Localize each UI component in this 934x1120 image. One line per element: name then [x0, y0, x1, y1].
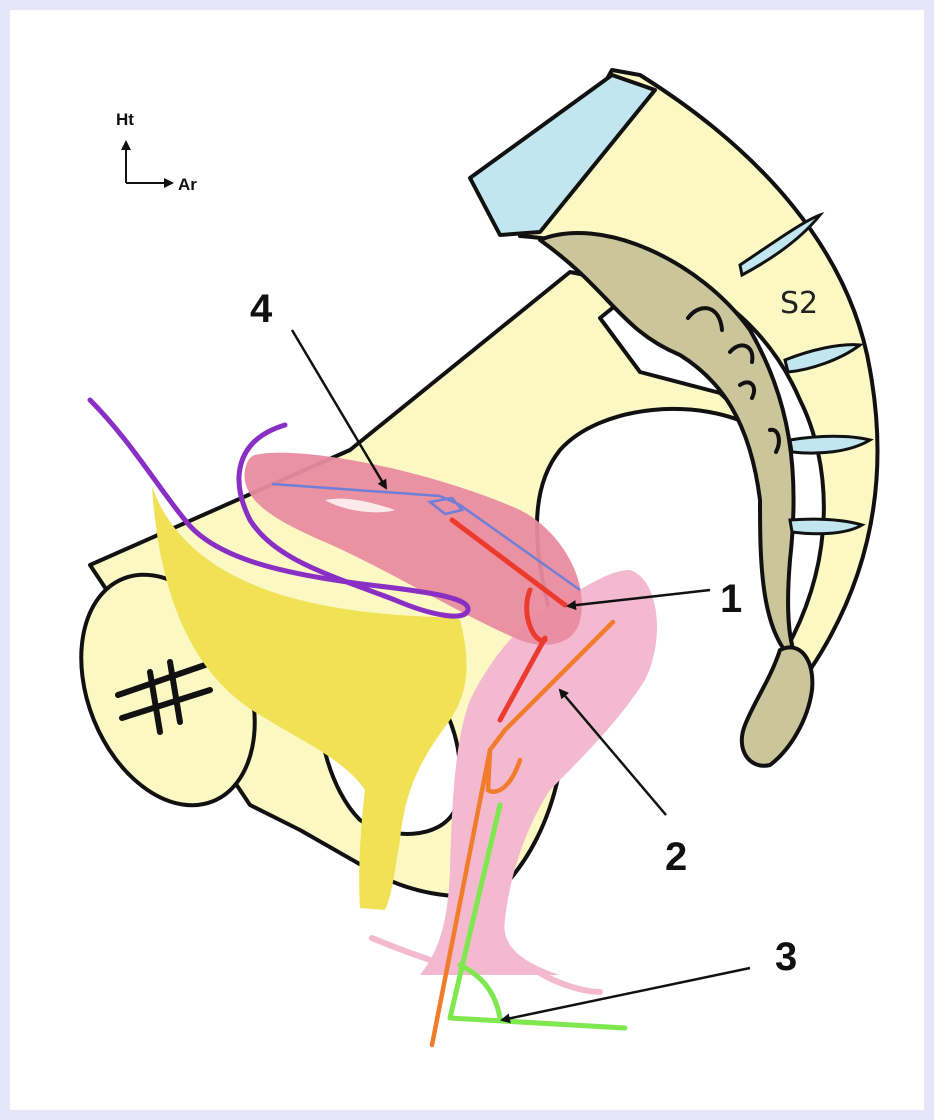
vaginal-fold-posterior [540, 973, 600, 992]
callout-label-4: 4 [250, 287, 273, 331]
vertebra-label: S2 [780, 286, 818, 321]
callout-label-1: 1 [720, 577, 742, 621]
coccyx [742, 647, 813, 765]
vaginal-fold [372, 938, 445, 965]
orientation-axes: Ht Ar [116, 110, 197, 194]
callout-label-3: 3 [775, 935, 797, 979]
callout-label-2: 2 [665, 835, 687, 879]
right-axis-label: Ar [178, 175, 197, 194]
up-axis-label: Ht [116, 110, 134, 129]
